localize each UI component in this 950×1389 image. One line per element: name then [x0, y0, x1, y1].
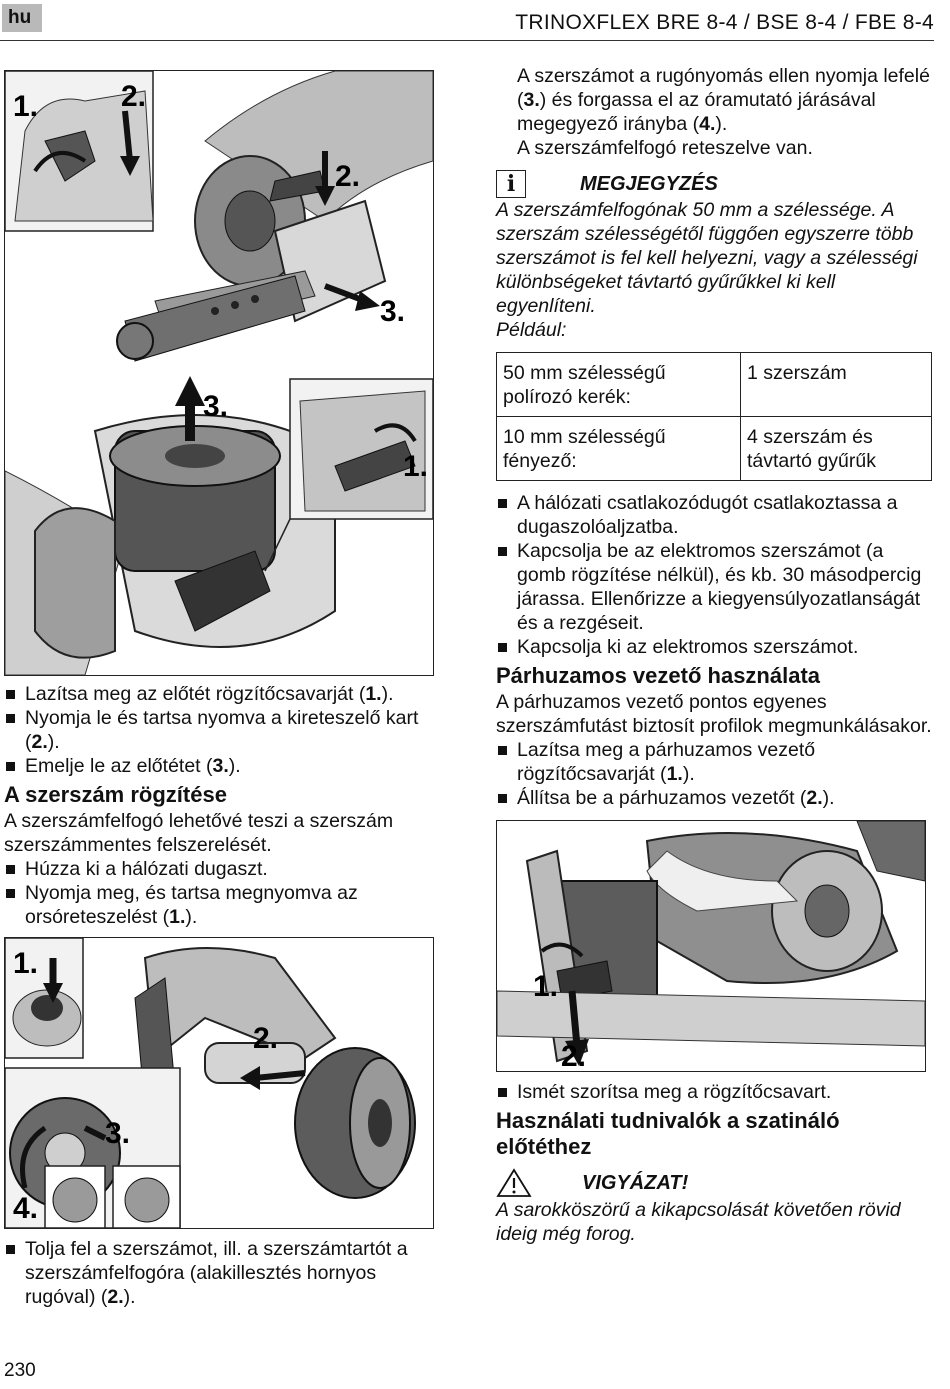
fig1-callout-1: 1.: [13, 90, 38, 123]
warning-icon: [496, 1168, 532, 1197]
removal-steps: Lazítsa meg az előtét rögzítőcsavarját (…: [4, 682, 440, 778]
list-item: Ismét szorítsa meg a rögzítőcsavart.: [496, 1080, 936, 1104]
list-item: Állítsa be a párhuzamos vezetőt (2.).: [496, 786, 936, 810]
width-table: 50 mm szélességű polírozó kerék: 1 szers…: [496, 352, 932, 481]
note-title: MEGJEGYZÉS: [580, 173, 718, 195]
list-item: Emelje le az előtétet (3.).: [4, 754, 440, 778]
fig3-callout-1: 1.: [13, 947, 38, 980]
list-item: A hálózati csatlakozódugót csatlakoztass…: [496, 491, 936, 539]
paragraph: A szerszámfelfogó lehetővé teszi a szers…: [4, 810, 394, 856]
figure-tool-mounting: 1. 2. 3. 4.: [4, 937, 434, 1229]
list-item: Kapcsolja ki az elektromos szerszámot.: [496, 635, 936, 659]
warning-body: A sarokköszörű a kikapcsolását követően …: [496, 1199, 901, 1245]
document-title: TRINOXFLEX BRE 8-4 / BSE 8-4 / FBE 8-4: [515, 11, 934, 34]
list-item: Lazítsa meg az előtét rögzítőcsavarját (…: [4, 682, 440, 706]
fig1-callout-3: 3.: [380, 295, 405, 328]
table-cell: 10 mm szélességű fényező:: [496, 416, 741, 481]
paragraph: A párhuzamos vezető pontos egyenes szers…: [496, 691, 932, 737]
fig4-callout-1: 1.: [533, 970, 558, 1003]
push-tool-step: Tolja fel a szerszámot, ill. a szerszámt…: [4, 1237, 440, 1309]
figure-parallel-guide-drawing: 1. 2.: [497, 821, 925, 1071]
fig3-callout-2: 2.: [253, 1022, 278, 1055]
fig2-callout-1: 1.: [403, 450, 428, 483]
fig2-callout-3: 3.: [203, 390, 228, 423]
warning-title: VIGYÁZAT!: [582, 1172, 689, 1194]
note-header: i MEGJEGYZÉS: [496, 170, 936, 198]
retighten-step: Ismét szorítsa meg a rögzítőcsavart.: [496, 1080, 936, 1104]
list-item: Nyomja le és tartsa nyomva a kireteszelő…: [4, 706, 440, 754]
note-example: Például:: [496, 319, 567, 341]
paragraph-lock: A szerszámot a rugónyomás ellen nyomja l…: [517, 65, 930, 135]
test-run-steps: A hálózati csatlakozódugót csatlakoztass…: [496, 491, 936, 659]
figure-parallel-guide: 1. 2.: [496, 820, 926, 1072]
table-cell: 50 mm szélességű polírozó kerék:: [496, 352, 741, 417]
fig3-callout-3: 3.: [105, 1117, 130, 1150]
table-cell: 4 szerszám és távtartó gyűrűk: [740, 416, 932, 481]
list-item: Tolja fel a szerszámot, ill. a szerszámt…: [4, 1237, 440, 1309]
language-tag: hu: [2, 4, 42, 32]
fig1-callout-2b: 2.: [335, 160, 360, 193]
left-column: 1. 2. 2. 3. 3. 1. Lazítsa meg az előtét …: [4, 70, 440, 1309]
section-heading-parallel-guide: Párhuzamos vezető használata: [496, 663, 821, 688]
paragraph-locked: A szerszámfelfogó reteszelve van.: [517, 137, 813, 159]
parallel-guide-steps: Lazítsa meg a párhuzamos vezető rögzítőc…: [496, 738, 936, 810]
warning-header: VIGYÁZAT!: [496, 1168, 936, 1198]
table-row: 10 mm szélességű fényező: 4 szerszám és …: [496, 416, 932, 481]
note-body: A szerszámfelfogónak 50 mm a széles­sége…: [496, 199, 918, 317]
right-column: A szerszámot a rugónyomás ellen nyomja l…: [496, 64, 936, 1246]
figure-attachment-removal: 1. 2. 2. 3. 3. 1.: [4, 70, 434, 676]
list-item: Lazítsa meg a párhuzamos vezető rögzítőc…: [496, 738, 936, 786]
fig3-callout-4: 4.: [13, 1192, 38, 1225]
list-item: Kapcsolja be az elektromos szerszámot (a…: [496, 539, 936, 635]
fig1-callout-2: 2.: [121, 80, 146, 113]
list-item: Húzza ki a hálózati dugaszt.: [4, 857, 440, 881]
figure-tool-mounting-drawing: 1. 2. 3. 4.: [5, 938, 416, 1228]
info-icon: i: [496, 170, 526, 198]
mounting-steps: Húzza ki a hálózati dugaszt. Nyomja meg,…: [4, 857, 440, 929]
fig4-callout-2: 2.: [561, 1040, 586, 1071]
page-number: 230: [4, 1360, 36, 1381]
section-heading-tool-mounting: A szerszám rögzítése: [4, 782, 227, 807]
section-heading-satinizer: Használati tudnivalók a szatináló előtét…: [496, 1108, 840, 1159]
table-row: 50 mm szélességű polírozó kerék: 1 szers…: [496, 352, 932, 417]
header-rule: [0, 40, 934, 41]
table-cell: 1 szerszám: [740, 352, 932, 417]
list-item: Nyomja meg, és tartsa megnyomva az orsór…: [4, 881, 440, 929]
figure-attachment-removal-drawing: 1. 2. 2. 3. 3. 1.: [5, 71, 433, 675]
